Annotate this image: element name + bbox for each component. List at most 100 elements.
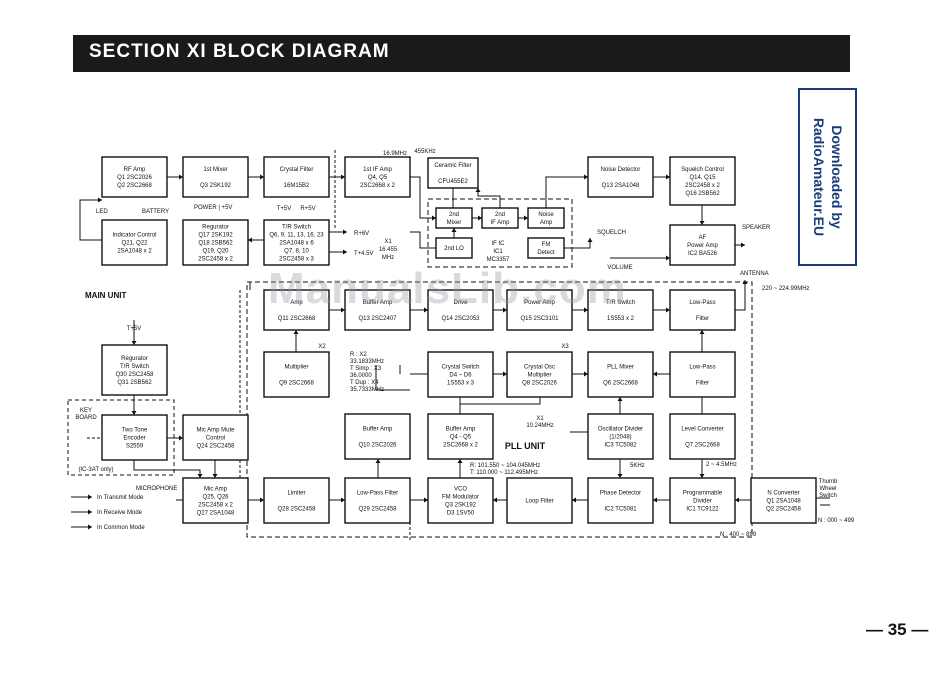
xtal-freq-label: 36.0000	[350, 373, 372, 379]
signal-line	[410, 231, 436, 249]
block-frame	[435, 207, 473, 229]
block-frame	[587, 156, 654, 198]
block-text: Detect	[537, 250, 555, 256]
block-frame	[344, 477, 411, 524]
block-text: Low-Pass Filter	[357, 491, 398, 497]
t45v-label: T+4.5V	[354, 251, 374, 257]
block-text: 2SC2458 x 2	[198, 257, 233, 263]
block-text: Mic Amp	[204, 487, 228, 493]
arrow-head	[653, 497, 657, 503]
pll-unit-label: PLL UNIT	[505, 441, 546, 451]
block-text: PLL Mixer	[607, 365, 634, 371]
arrow-head	[131, 341, 137, 345]
block-frame	[427, 157, 479, 189]
block-text: Loop Filter	[525, 499, 553, 505]
block-text: Regurator	[202, 225, 229, 231]
arrow-head	[88, 509, 92, 515]
block-text: 1st Mixer	[203, 167, 227, 173]
block-text: Phase Detector	[600, 491, 641, 497]
block-text: Q24 2SC2458	[196, 444, 235, 450]
block-text: Multiplier	[527, 373, 551, 379]
xtal-x1-label: X1	[384, 239, 392, 245]
block-frame	[587, 413, 654, 460]
block-text: IF Amp	[490, 220, 510, 226]
block-text: Q8 2SC2026	[522, 381, 557, 387]
block-frame	[506, 477, 573, 524]
arrow-head	[653, 371, 657, 377]
arrow-head	[293, 330, 299, 334]
block-text: Limiter	[287, 491, 305, 497]
arrow-head	[432, 215, 436, 221]
block-text: Multiplier	[284, 365, 308, 371]
block-frame	[669, 351, 736, 398]
block-text: 2nd LO	[444, 246, 464, 252]
arrow-head	[457, 459, 463, 463]
block-text: D4 ~ D6	[449, 373, 472, 379]
arrow-head	[424, 497, 428, 503]
block-frame	[669, 413, 736, 460]
legend-label: In Transmit Mode	[97, 495, 144, 501]
block-text: 2SA1048 x 2	[117, 249, 152, 255]
speaker-label: SPEAKER	[742, 225, 771, 231]
battery-label: BATTERY	[142, 209, 169, 215]
block-osc-divider: Oscillator Divider (1/2048) IC3 TC5082	[587, 413, 654, 460]
block-text: (1/2048)	[609, 435, 631, 441]
xtal-freq-label: T Simp : X3	[350, 366, 382, 372]
block-text: IC3 TC5082	[604, 443, 637, 449]
antenna-label: ANTENNA	[740, 271, 769, 277]
block-text: D3 1SV50	[447, 511, 475, 517]
power-label: POWER | +5V	[194, 205, 232, 211]
block-frame	[669, 477, 736, 524]
block-frame	[101, 344, 168, 396]
block-text: Q9 2SC2668	[279, 381, 314, 387]
arrow-head	[584, 307, 588, 313]
block-frame	[263, 477, 330, 524]
arrow-head	[666, 174, 670, 180]
block-text: Buffer Amp	[446, 427, 476, 433]
block-text: Q4, Q5	[368, 175, 388, 181]
arrow-head	[617, 474, 623, 478]
ic3at-label: (IC-3AT only)	[78, 467, 113, 473]
block-text: Q18 2SB562	[198, 241, 233, 247]
if-ic-label: IF IC	[492, 241, 506, 247]
page-number: — 35 —	[866, 620, 929, 639]
block-text: Oscillator Divider	[598, 427, 643, 433]
arrow-head	[260, 497, 264, 503]
block-text: Q3 2SK192	[445, 503, 477, 509]
arrow-head	[197, 474, 203, 478]
block-frame	[506, 289, 573, 331]
thumb-wheel-label: Wheel	[819, 486, 836, 492]
block-frame	[481, 207, 519, 229]
block-frame	[263, 219, 330, 266]
block-text: Q27 2SA1048	[197, 511, 235, 517]
block-text: IC1 TC9122	[686, 507, 719, 513]
block-frame	[344, 413, 411, 460]
block-text: Filter	[696, 316, 709, 322]
block-text: Crystal Filter	[280, 167, 314, 173]
block-text: Q11 2SC2668	[278, 316, 316, 322]
block-frame	[182, 156, 249, 198]
arrow-head	[179, 174, 183, 180]
block-text: Q25, Q26	[202, 495, 229, 501]
microphone-label: MICROPHONE	[136, 486, 177, 492]
arrow-head	[742, 280, 748, 284]
block-text: Programmable	[683, 491, 723, 497]
arrow-head	[98, 197, 102, 203]
xtal-freq-label: T Dup : X4	[350, 380, 379, 386]
block-text: Amp	[540, 220, 553, 226]
block-text: Q10 2SC2026	[358, 443, 397, 449]
arrow-head	[248, 237, 252, 243]
block-text: FM Modulator	[442, 495, 479, 501]
arrow-head	[503, 371, 507, 377]
signal-line	[460, 397, 541, 405]
